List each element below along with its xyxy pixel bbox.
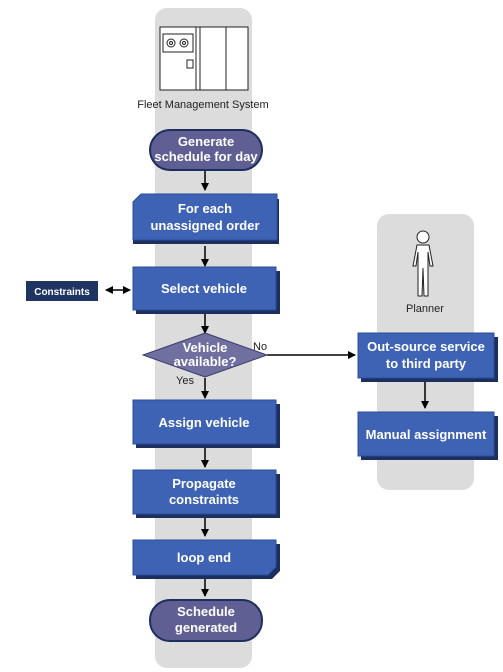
propagate-line1: Propagate bbox=[172, 476, 236, 491]
select-vehicle-node: Select vehicle bbox=[132, 266, 280, 314]
loop-end-label: loop end bbox=[177, 550, 231, 565]
start-node: Generate schedule for day bbox=[149, 129, 263, 171]
constraints-label: Constraints bbox=[34, 287, 90, 298]
select-vehicle-label: Select vehicle bbox=[161, 281, 247, 296]
no-edge-label: No bbox=[253, 341, 267, 353]
decision-node: Vehicle available? bbox=[141, 332, 269, 378]
outsource-line2: to third party bbox=[386, 356, 467, 371]
assign-vehicle-label: Assign vehicle bbox=[158, 415, 249, 430]
system-lane-label: Fleet Management System bbox=[137, 99, 268, 111]
person-icon bbox=[412, 230, 434, 297]
yes-edge-label: Yes bbox=[176, 375, 194, 387]
manual-assignment-node: Manual assignment bbox=[357, 411, 498, 460]
outsource-node: Out-source service to third party bbox=[357, 332, 498, 382]
planner-lane-label: Planner bbox=[406, 303, 444, 315]
decision-line2: available? bbox=[174, 354, 237, 369]
end-node-line2: generated bbox=[175, 620, 237, 635]
end-node: Schedule generated bbox=[149, 599, 263, 642]
decision-line1: Vehicle bbox=[183, 340, 228, 355]
start-node-line2: schedule for day bbox=[154, 149, 258, 164]
loop-start-line2: unassigned order bbox=[150, 218, 259, 233]
propagate-node: Propagate constraints bbox=[132, 469, 280, 518]
loop-start-line1: For each bbox=[178, 201, 232, 216]
end-node-line1: Schedule bbox=[177, 604, 235, 619]
assign-vehicle-node: Assign vehicle bbox=[132, 399, 280, 448]
outsource-line1: Out-source service bbox=[367, 339, 485, 354]
server-icon bbox=[159, 26, 249, 91]
constraints-node: Constraints bbox=[26, 281, 98, 301]
start-node-line1: Generate bbox=[178, 134, 234, 149]
loop-end-node: loop end bbox=[132, 539, 280, 579]
loop-start-node: For each unassigned order bbox=[132, 193, 279, 244]
propagate-line2: constraints bbox=[169, 492, 239, 507]
manual-assignment-label: Manual assignment bbox=[366, 427, 487, 442]
arrows bbox=[105, 170, 429, 597]
